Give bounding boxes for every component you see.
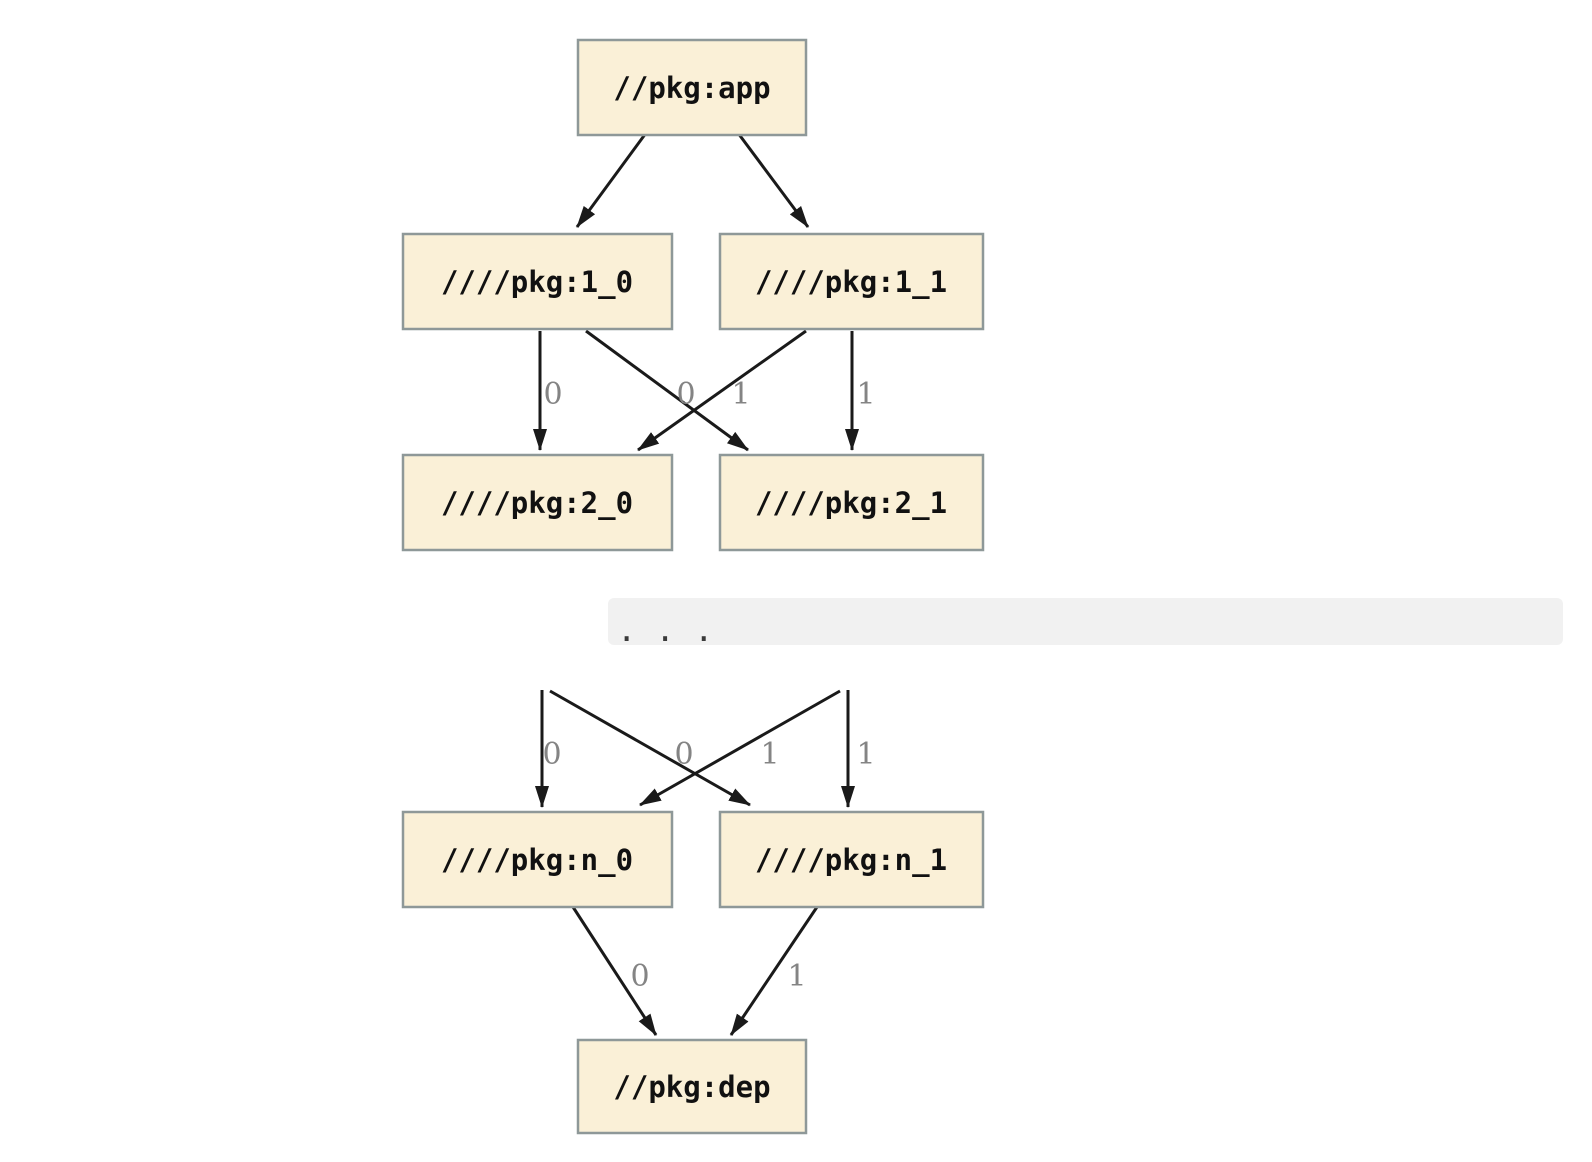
ellipsis-bar	[608, 598, 1563, 645]
node-pkg-n-1-box	[718, 810, 985, 909]
edge-label: 1	[856, 377, 875, 412]
node-dep: //pkg:dep	[576, 1038, 808, 1135]
node-pkg-2-1-box	[718, 453, 985, 552]
node-pkg-1-1: ////pkg:1_1	[718, 232, 985, 331]
node-pkg-n-1-label: ////pkg:n_1	[755, 843, 947, 877]
edge-label: 1	[856, 737, 875, 772]
node-pkg-n-0: ////pkg:n_0	[401, 810, 674, 909]
edge-1-1-to-2-0	[637, 329, 807, 452]
edge-label: 0	[630, 959, 649, 994]
collapsed-section: . . .	[608, 598, 1563, 649]
node-pkg-1-0: ////pkg:1_0	[401, 232, 674, 331]
node-app-box	[576, 38, 808, 137]
edge-app-to-1-0	[575, 132, 648, 228]
edge-label: 0	[542, 737, 561, 772]
node-dep-label: //pkg:dep	[613, 1070, 770, 1104]
node-app-label: //pkg:app	[613, 71, 770, 105]
node-pkg-2-0-label: ////pkg:2_0	[441, 486, 633, 520]
edge-n-0-to-dep	[571, 906, 658, 1036]
edge-prev-to-n-1-cross	[549, 689, 751, 807]
edge-n-1-to-dep	[729, 906, 819, 1036]
node-pkg-n-0-label: ////pkg:n_0	[441, 843, 633, 877]
node-pkg-1-1-box	[718, 232, 985, 331]
edge-1-0-to-2-1	[585, 329, 749, 452]
edge-label: 0	[676, 377, 695, 412]
node-pkg-2-0: ////pkg:2_0	[401, 453, 674, 552]
node-pkg-n-0-box	[401, 810, 674, 909]
edge-label: 1	[787, 959, 806, 994]
edge-label: 1	[760, 737, 779, 772]
node-pkg-n-1: ////pkg:n_1	[718, 810, 985, 909]
node-pkg-2-0-box	[401, 453, 674, 552]
edge-label: 0	[674, 737, 693, 772]
node-pkg-2-1-label: ////pkg:2_1	[755, 486, 947, 520]
node-pkg-2-1: ////pkg:2_1	[718, 453, 985, 552]
edge-label: 1	[731, 377, 750, 412]
node-dep-box	[576, 1038, 808, 1135]
node-pkg-1-0-label: ////pkg:1_0	[441, 265, 633, 299]
edge-app-to-1-1	[736, 132, 810, 228]
edge-prev-to-n-0-cross	[639, 689, 841, 807]
ellipsis-dots: . . .	[617, 611, 713, 649]
edge-label: 0	[543, 377, 562, 412]
node-pkg-1-1-label: ////pkg:1_1	[755, 265, 947, 299]
node-app: //pkg:app	[576, 38, 808, 137]
node-pkg-1-0-box	[401, 232, 674, 331]
